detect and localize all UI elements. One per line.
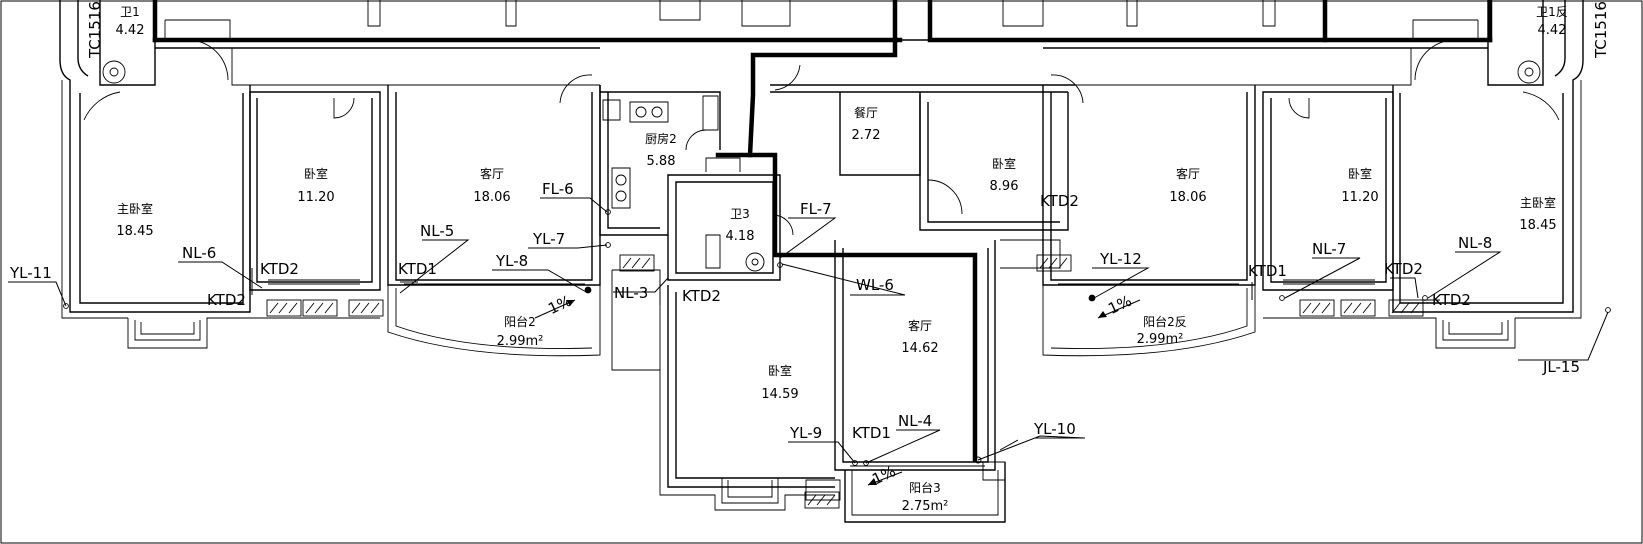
room-label-master-l: 主卧室 <box>117 201 153 216</box>
tag-ktd1: KTD1 <box>1248 262 1287 280</box>
room-area-master-r: 18.45 <box>1519 218 1556 233</box>
tag-nl-5: NL-5 <box>420 222 454 240</box>
room-area-dining: 2.72 <box>852 128 881 143</box>
room-label-w1r: 卫1反 <box>1536 5 1568 19</box>
room-label-dining: 餐厅 <box>854 105 878 120</box>
room-area-bed-l: 11.20 <box>297 190 334 205</box>
ac-unit-icon <box>266 299 302 317</box>
ac-unit-symbols <box>266 254 1424 509</box>
window-code-left: TC1516 <box>86 1 104 59</box>
tag-ktd1: KTD1 <box>398 260 437 278</box>
leader-lines <box>8 197 1609 464</box>
room-label-bed-s: 卧室 <box>768 363 792 378</box>
room-label-kitchen: 厨房2 <box>645 131 677 146</box>
right-unit-walls <box>890 0 1584 357</box>
room-area-bed-r: 11.20 <box>1341 190 1378 205</box>
tag-nl-8: NL-8 <box>1458 234 1492 252</box>
room-label-w3: 卫3 <box>730 207 750 221</box>
tag-ktd2: KTD2 <box>260 260 299 278</box>
tag-fl-6: FL-6 <box>542 180 574 198</box>
pipe-markers <box>63 209 1611 466</box>
slope-label: 1% <box>1105 292 1134 318</box>
room-label-bal2r: 阳台2反 <box>1143 314 1187 329</box>
room-label-master-r: 主卧室 <box>1520 195 1556 210</box>
pipe-runs <box>152 0 1493 463</box>
room-label-w1: 卫1 <box>120 5 140 19</box>
tag-fl-7: FL-7 <box>800 200 832 218</box>
ac-unit-icon <box>1299 299 1335 317</box>
room-area-living-c: 14.62 <box>901 341 938 356</box>
room-label-living-r: 客厅 <box>1176 166 1200 181</box>
tag-yl-10: YL-10 <box>1033 420 1076 438</box>
tag-yl-12: YL-12 <box>1099 250 1142 268</box>
ac-unit-icon <box>804 491 840 509</box>
tag-ktd2: KTD2 <box>682 287 721 305</box>
tag-jl-15: JL-15 <box>1542 358 1580 376</box>
tag-ktd2: KTD2 <box>1040 192 1079 210</box>
room-area-bed-s: 14.59 <box>761 387 798 402</box>
tag-nl-3: NL-3 <box>614 284 648 302</box>
room-area-bed-c: 8.96 <box>990 179 1019 194</box>
room-label-bal2: 阳台2 <box>504 314 536 329</box>
window-codes: TC1516 TC1516 <box>86 1 1610 59</box>
room-area-bal2r: 2.99m² <box>1137 332 1184 347</box>
left-upper-rooms <box>59 0 890 86</box>
tag-yl-9: YL-9 <box>789 424 822 442</box>
ac-unit-icon <box>302 299 338 317</box>
ac-unit-icon <box>348 299 384 317</box>
tag-ktd2: KTD2 <box>1384 260 1423 278</box>
room-area-w1: 4.42 <box>116 23 145 38</box>
tag-yl-11: YL-11 <box>9 264 52 282</box>
tag-ktd2: KTD2 <box>207 291 246 309</box>
tag-yl-7: YL-7 <box>532 230 565 248</box>
equipment-tags: YL-11 NL-6 KTD2 KTD2 NL-5 KTD1 YL-8 YL-7… <box>9 180 1580 442</box>
slope-labels: 1% 1% 1% <box>545 292 1134 489</box>
room-label-bed-l: 卧室 <box>304 166 328 181</box>
ac-unit-icon <box>1388 299 1424 317</box>
center-core-walls <box>599 85 794 281</box>
slope-label: 1% <box>545 292 574 318</box>
ac-unit-icon <box>1340 299 1376 317</box>
tag-yl-8: YL-8 <box>495 252 528 270</box>
room-area-kitchen: 5.88 <box>647 154 676 169</box>
room-label-bed-r: 卧室 <box>1348 166 1372 181</box>
ac-unit-icon <box>619 254 655 272</box>
room-area-living-r: 18.06 <box>1169 190 1206 205</box>
tag-ktd1: KTD1 <box>852 424 891 442</box>
room-label-living-c: 客厅 <box>908 318 932 333</box>
tag-nl-4: NL-4 <box>898 412 932 430</box>
tag-nl-6: NL-6 <box>182 244 216 262</box>
tag-wl-6: WL-6 <box>856 276 894 294</box>
tag-ktd2: KTD2 <box>1432 291 1471 309</box>
room-label-bed-c: 卧室 <box>992 156 1016 171</box>
room-label-bal3: 阳台3 <box>909 480 941 495</box>
room-area-bal3: 2.75m² <box>902 499 949 514</box>
room-area-w3: 4.18 <box>726 229 755 244</box>
room-area-living-l: 18.06 <box>473 190 510 205</box>
room-labels: 卫1 4.42 主卧室 18.45 卧室 11.20 客厅 18.06 厨房2 … <box>116 5 1568 514</box>
ac-unit-icon <box>1036 254 1072 272</box>
room-area-w1r: 4.42 <box>1538 23 1567 38</box>
room-area-bal2: 2.99m² <box>497 334 544 349</box>
window-code-right: TC1516 <box>1592 1 1610 59</box>
slope-arrows <box>534 299 1141 486</box>
room-label-living-l: 客厅 <box>480 166 504 181</box>
center-south-walls <box>611 240 1006 523</box>
room-area-master-l: 18.45 <box>116 224 153 239</box>
center-north-walls <box>770 64 1075 269</box>
tag-nl-7: NL-7 <box>1312 240 1346 258</box>
